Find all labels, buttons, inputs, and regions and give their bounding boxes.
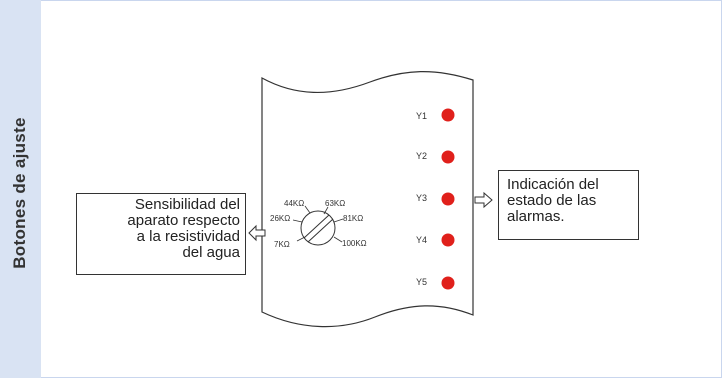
led-label-y4: Y4	[416, 235, 427, 245]
led-y1	[441, 108, 455, 122]
knob-label-100k: 100KΩ	[342, 239, 367, 248]
led-y2	[441, 150, 455, 164]
callout-line: a la resistividad	[136, 228, 240, 245]
knob-label-26k: 26KΩ	[270, 214, 290, 223]
callout-line: Sensibilidad del	[134, 196, 240, 213]
callout-line: estado de las	[507, 192, 597, 209]
knob-dial	[300, 210, 336, 246]
knob-label-63k: 63KΩ	[325, 199, 345, 208]
arrow-right-icon	[474, 191, 493, 209]
device-panel	[261, 71, 474, 328]
led-y5	[441, 276, 455, 290]
knob-label-7k: 7KΩ	[274, 240, 290, 249]
knob-label-81k: 81KΩ	[343, 214, 363, 223]
led-label-y1: Y1	[416, 111, 427, 121]
callout-line: Indicación del	[507, 176, 599, 193]
led-y3	[441, 192, 455, 206]
callout-line: del agua	[182, 244, 240, 261]
alarm-status-callout: Indicación del estado de las alarmas.	[498, 170, 639, 240]
led-label-y2: Y2	[416, 151, 427, 161]
led-label-y3: Y3	[416, 193, 427, 203]
sensitivity-callout: Sensibilidad del aparato respecto a la r…	[76, 193, 246, 275]
arrow-left-icon	[248, 224, 266, 242]
sensitivity-knob	[292, 205, 344, 246]
section-sidebar: Botones de ajuste	[0, 0, 41, 378]
led-label-y5: Y5	[416, 277, 427, 287]
callout-line: alarmas.	[507, 208, 565, 225]
knob-label-44k: 44KΩ	[284, 199, 304, 208]
callout-line: aparato respecto	[127, 212, 240, 229]
led-y4	[441, 233, 455, 247]
